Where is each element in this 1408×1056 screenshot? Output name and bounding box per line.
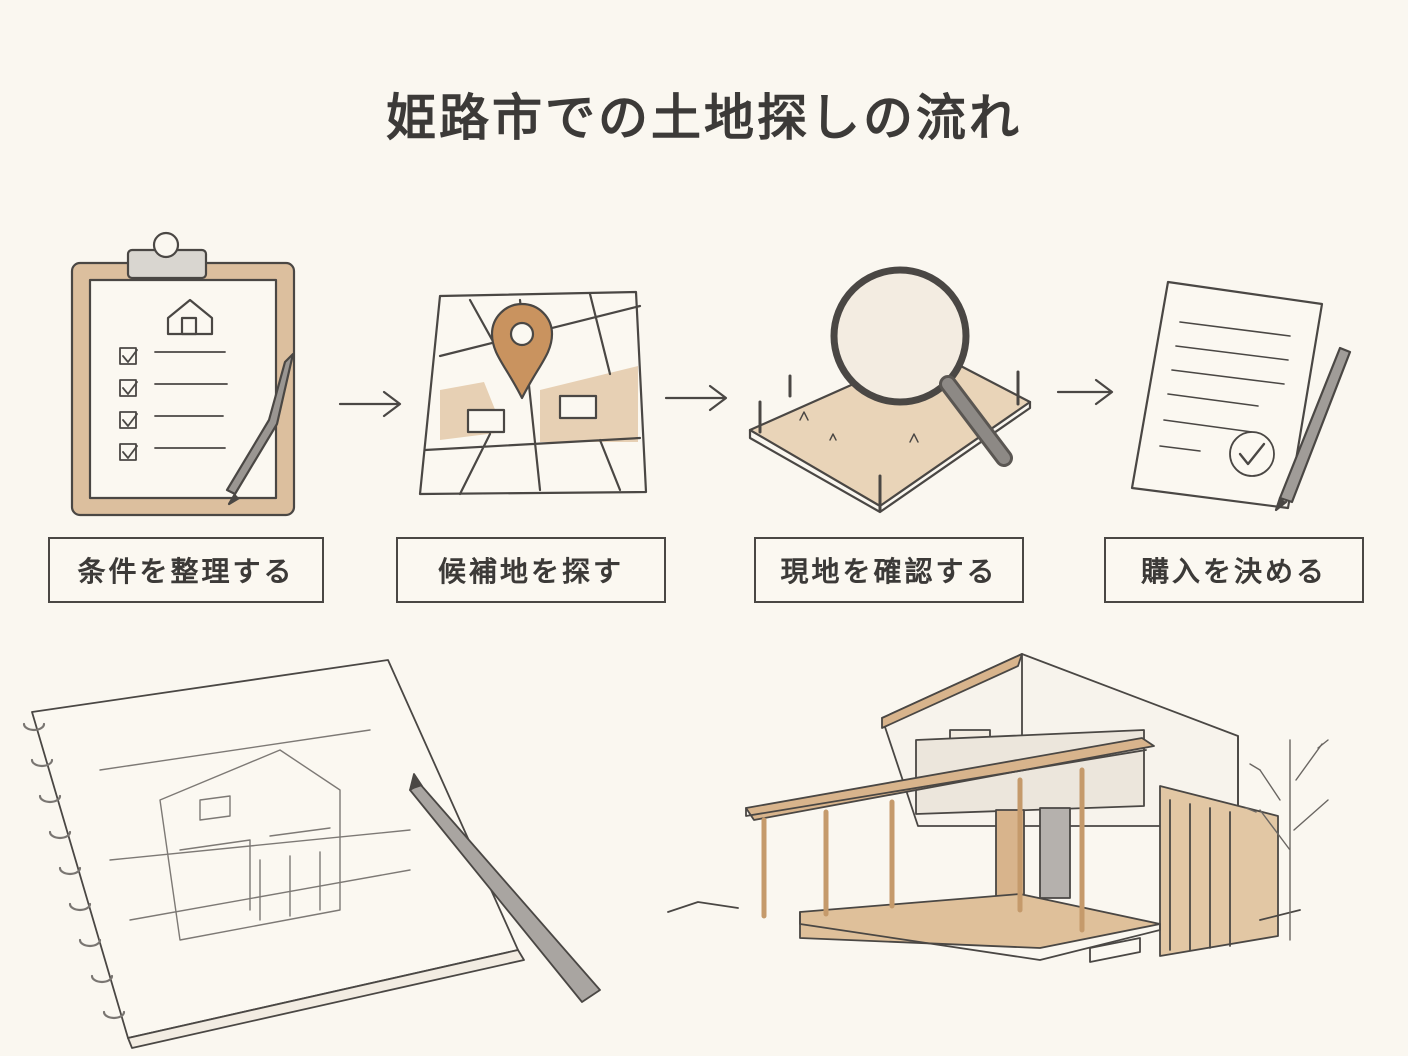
map-pin-icon (418, 290, 648, 496)
arrow-icon (664, 384, 728, 412)
arrow-icon (338, 390, 402, 418)
contract-pen-icon (1130, 280, 1352, 512)
house-illustration (667, 653, 1329, 963)
page-title: 姫路市での土地探しの流れ (386, 89, 1022, 147)
step-3-label: 現地を確認する (754, 537, 1024, 603)
sketchbook-illustration (22, 659, 601, 1049)
step-1-label: 条件を整理する (48, 537, 324, 603)
step-4-label: 購入を決める (1104, 537, 1364, 603)
magnifier-land-icon (748, 266, 1032, 514)
arrow-icon (1056, 378, 1114, 406)
clipboard-checklist-icon (70, 231, 296, 517)
step-2-label: 候補地を探す (396, 537, 666, 603)
